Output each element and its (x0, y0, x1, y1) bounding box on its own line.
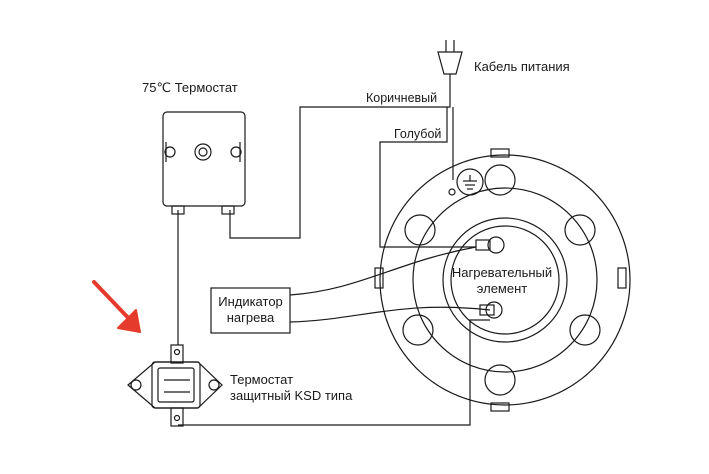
ksd-thermostat-line1: Термостат (230, 372, 294, 387)
main-thermostat-body (162, 111, 246, 215)
heating-indicator-label: Индикатор нагрева (211, 294, 290, 326)
ksd-thermostat-label: Термостат защитный KSD типа (230, 372, 352, 404)
main-thermostat-label: 75℃ Термостат (142, 80, 238, 96)
wiring-lines (177, 74, 491, 426)
power-cable-plug-icon (437, 40, 463, 75)
red-arrow-icon (92, 280, 141, 333)
heating-element-line2: элемент (476, 281, 528, 296)
ground-symbol-icon (456, 168, 484, 196)
ksd-thermostat-line2: защитный KSD типа (230, 388, 353, 403)
heating-indicator-line1: Индикатор (218, 294, 283, 309)
heating-element-label: Нагревательный элемент (446, 265, 558, 297)
heating-indicator-box (210, 287, 291, 334)
power-cable-label: Кабель питания (474, 59, 570, 74)
brown-wire-label: Коричневый (366, 91, 438, 105)
heating-element-flange (374, 148, 631, 412)
blue-wire-label: Голубой (394, 127, 442, 141)
heating-element-line1: Нагревательный (451, 265, 553, 280)
ksd-thermostat-body (127, 344, 223, 427)
main-thermostat-name: Термостат (174, 80, 238, 95)
main-thermostat-temp: 75℃ (142, 80, 172, 95)
heating-indicator-line2: нагрева (226, 310, 275, 325)
